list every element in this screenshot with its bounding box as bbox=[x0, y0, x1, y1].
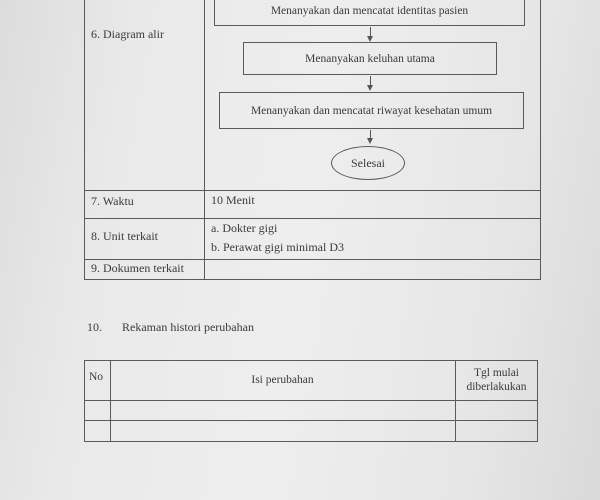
row-label-unit-terkait: 8. Unit terkait bbox=[91, 229, 158, 243]
row-divider-dokumen bbox=[84, 259, 541, 260]
flow-end-terminal: Selesai bbox=[331, 146, 405, 180]
history-section-title: Rekaman histori perubahan bbox=[122, 320, 254, 334]
history-row-divider bbox=[84, 420, 538, 421]
unit-item-perawat-gigi: b. Perawat gigi minimal D3 bbox=[211, 240, 344, 254]
table-left-border bbox=[84, 0, 85, 280]
table-bottom-border bbox=[84, 279, 541, 280]
table-column-divider bbox=[204, 0, 205, 280]
flow-step-identitas: Menanyakan dan mencatat identitas pasien bbox=[214, 0, 525, 26]
row-divider-waktu bbox=[84, 190, 541, 191]
history-table-bottom-border bbox=[84, 441, 538, 442]
flow-step-keluhan: Menanyakan keluhan utama bbox=[243, 42, 497, 75]
table-right-border bbox=[540, 0, 541, 280]
unit-item-dokter-gigi: a. Dokter gigi bbox=[211, 221, 278, 235]
row-label-waktu: 7. Waktu bbox=[91, 194, 134, 208]
row-label-diagram-alir: 6. Diagram alir bbox=[91, 27, 164, 41]
flow-step-riwayat-label: Menanyakan dan mencatat riwayat kesehata… bbox=[250, 104, 493, 117]
history-col-divider-2 bbox=[455, 360, 456, 442]
flow-step-keluhan-label: Menanyakan keluhan utama bbox=[305, 52, 435, 65]
row-divider-unit bbox=[84, 218, 541, 219]
flow-end-label: Selesai bbox=[351, 155, 385, 170]
history-header-tgl-line2: diberlakukan bbox=[466, 381, 527, 393]
flow-connector-3 bbox=[370, 130, 371, 139]
arrow-down-icon bbox=[366, 85, 373, 91]
history-col-divider-1 bbox=[110, 360, 111, 442]
history-header-tgl-line1: Tgl mulai bbox=[473, 367, 520, 379]
arrow-down-icon bbox=[366, 36, 373, 42]
history-table-top-border bbox=[84, 360, 538, 361]
history-right-border bbox=[537, 360, 538, 442]
arrow-down-icon bbox=[366, 138, 373, 144]
history-left-border bbox=[84, 360, 85, 442]
history-header-divider bbox=[84, 400, 538, 401]
waktu-value: 10 Menit bbox=[211, 193, 255, 207]
flow-step-riwayat: Menanyakan dan mencatat riwayat kesehata… bbox=[219, 92, 524, 129]
row-label-dokumen-terkait: 9. Dokumen terkait bbox=[91, 261, 184, 275]
flow-connector-2 bbox=[370, 76, 371, 86]
history-header-no: No bbox=[89, 371, 104, 383]
flow-connector-1 bbox=[370, 27, 371, 37]
flow-step-identitas-label: Menanyakan dan mencatat identitas pasien bbox=[270, 5, 469, 17]
history-section-number: 10. bbox=[87, 320, 102, 334]
history-header-isi: Isi perubahan bbox=[251, 374, 314, 386]
